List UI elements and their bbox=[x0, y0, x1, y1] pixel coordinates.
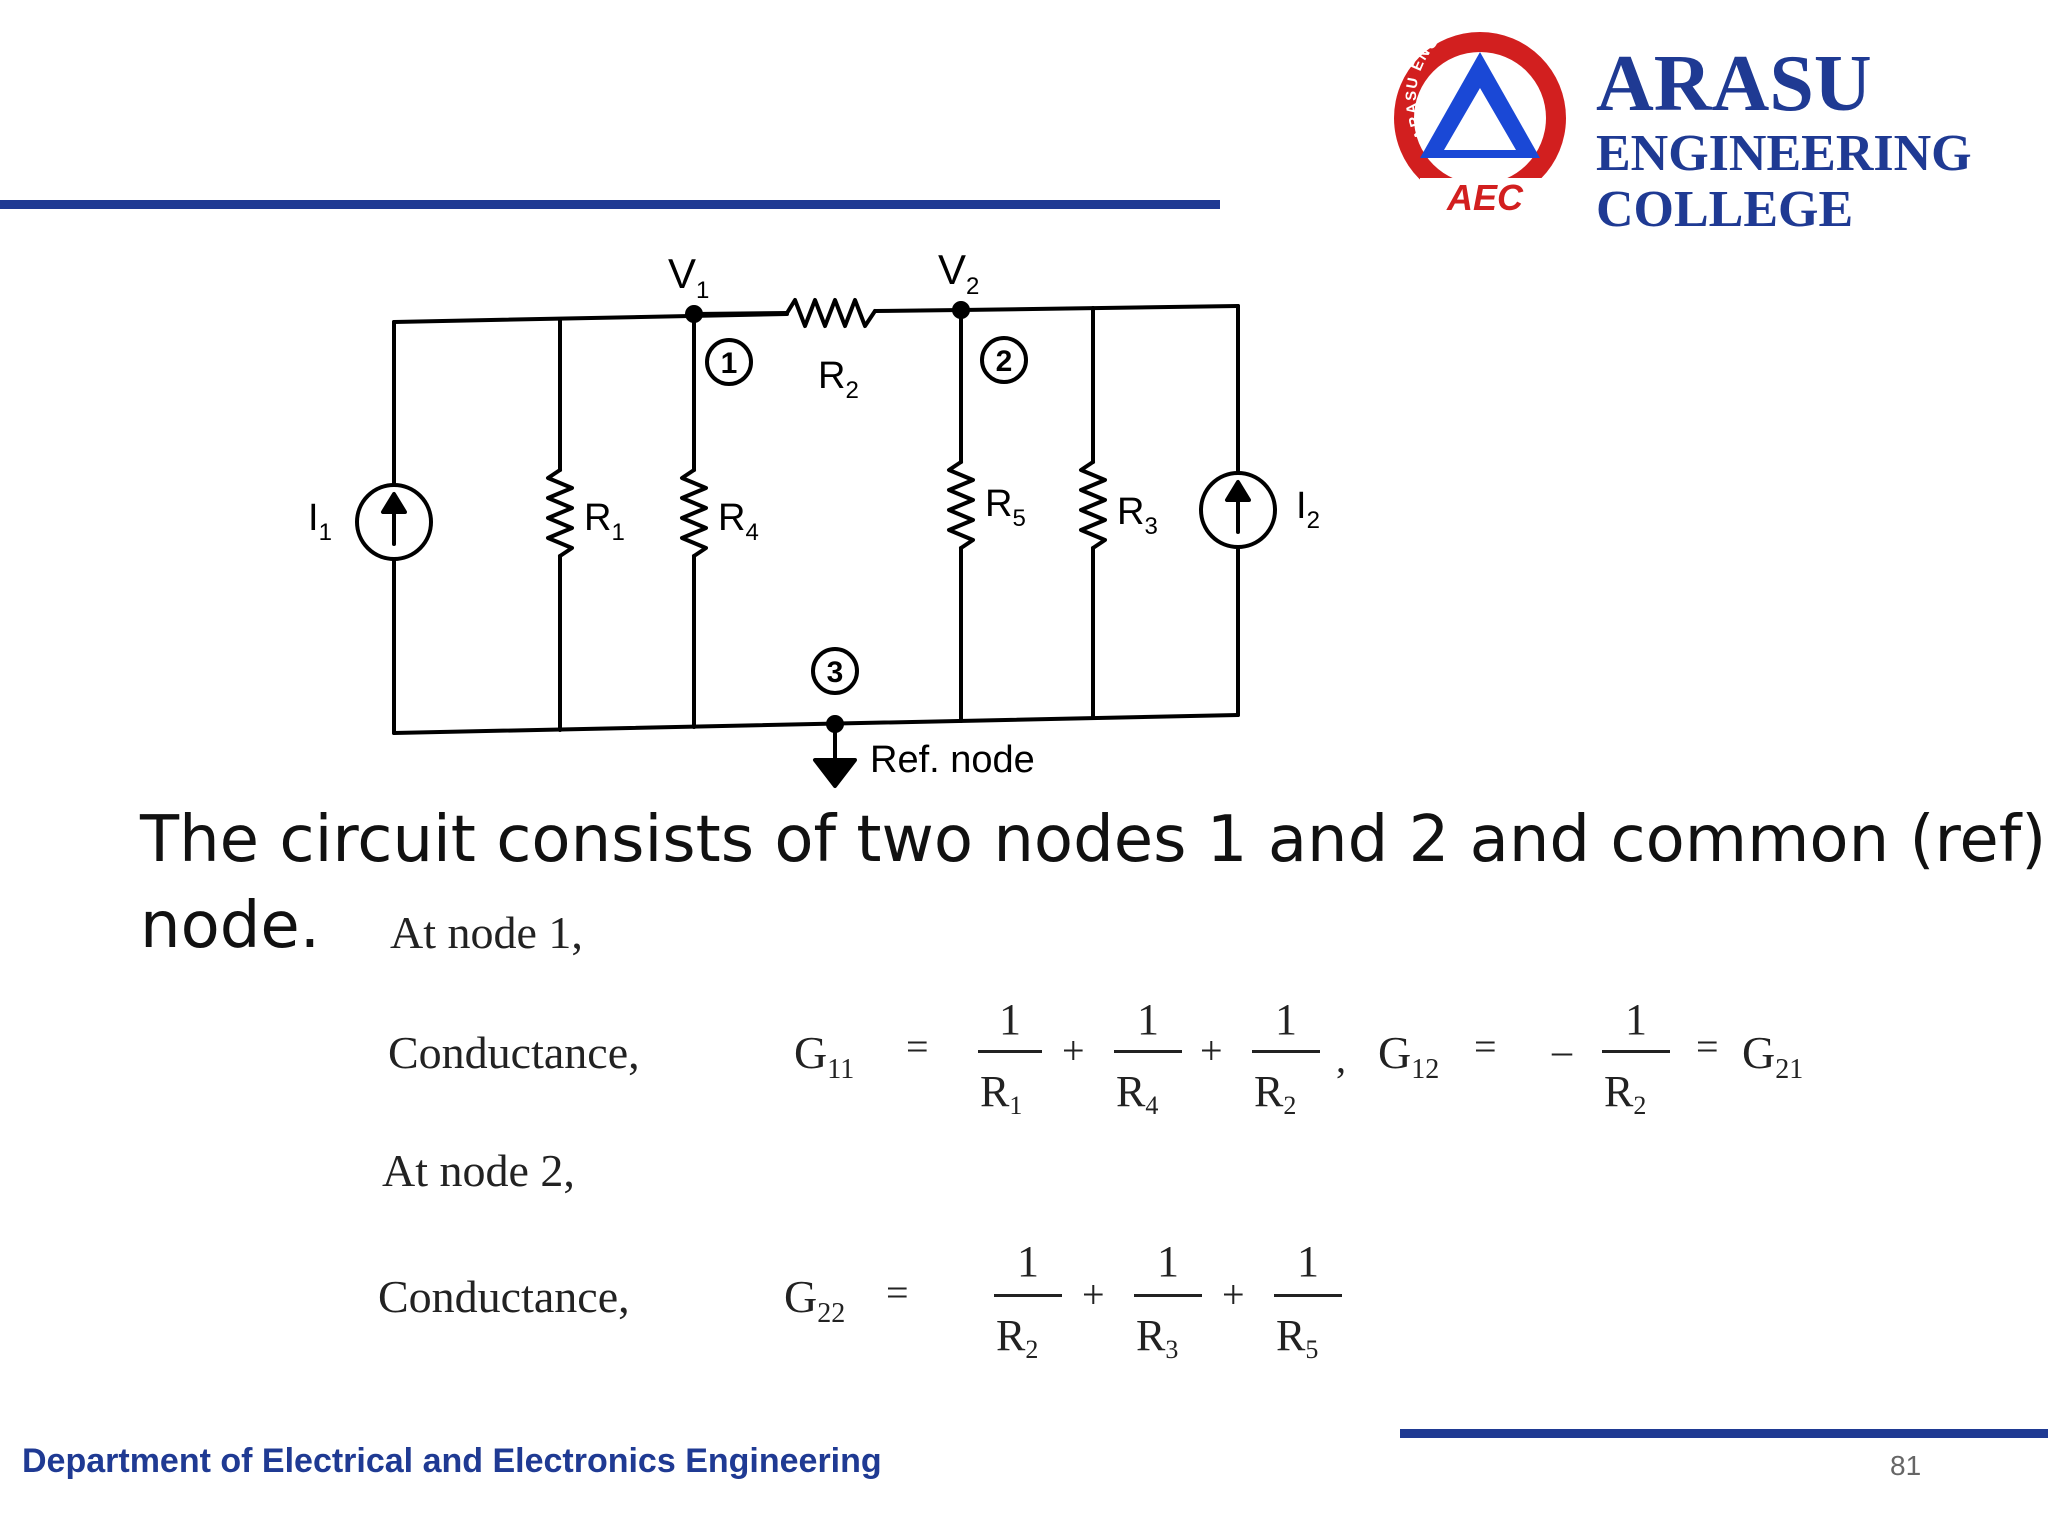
g22-term3-num: 1 bbox=[1297, 1237, 1319, 1286]
g22-term1-den: R2 bbox=[996, 1311, 1038, 1364]
college-name-line1: ARASU bbox=[1596, 40, 1872, 128]
g22-term1-num: 1 bbox=[1017, 1237, 1039, 1286]
g22-term2-den: R3 bbox=[1136, 1311, 1178, 1364]
equations-block: At node 1, Conductance, G11 = 1 R1 + 1 R… bbox=[378, 907, 1803, 1364]
g11-term3-num: 1 bbox=[1275, 995, 1297, 1044]
g21-symbol: G21 bbox=[1742, 1027, 1803, 1085]
g11-comma: , bbox=[1336, 1036, 1346, 1081]
source-i2-label: I2 bbox=[1296, 485, 1320, 534]
node-v2-label: V2 bbox=[938, 246, 979, 300]
g12-equals: = bbox=[1474, 1024, 1497, 1069]
g12-minus: – bbox=[1551, 1028, 1573, 1073]
top-wire-mid-left bbox=[692, 311, 789, 316]
resistor-r5-label: R5 bbox=[985, 483, 1026, 532]
g22-plus-1: + bbox=[1082, 1272, 1105, 1317]
node1-heading: At node 1, bbox=[390, 907, 583, 958]
current-source-i1-symbol bbox=[355, 483, 433, 561]
conductance-label-2: Conductance, bbox=[378, 1271, 630, 1322]
college-logo-emblem: ARASU ENGINEERING COLLEGE AEC bbox=[1394, 6, 1583, 218]
g11-symbol: G11 bbox=[794, 1027, 854, 1085]
g11-term2-den: R4 bbox=[1116, 1067, 1158, 1120]
footer-rule bbox=[1400, 1429, 2048, 1438]
source-i1-label: I1 bbox=[308, 497, 332, 546]
g12-symbol: G12 bbox=[1378, 1027, 1439, 1085]
top-wire-mid-right bbox=[873, 308, 963, 313]
g12-num: 1 bbox=[1625, 995, 1647, 1044]
resistor-r1-label: R1 bbox=[584, 497, 625, 546]
description-line1: The circuit consists of two nodes 1 and … bbox=[140, 803, 2047, 877]
ground-symbol bbox=[813, 758, 857, 788]
node-v1-label: V1 bbox=[668, 250, 709, 304]
node-1-dot bbox=[685, 305, 703, 323]
ref-node-label: Ref. node bbox=[870, 739, 1035, 781]
g11-term3-den: R2 bbox=[1254, 1067, 1296, 1120]
footer-department: Department of Electrical and Electronics… bbox=[22, 1442, 882, 1480]
node2-heading: At node 2, bbox=[382, 1145, 575, 1196]
g11-term1-den: R1 bbox=[980, 1067, 1022, 1120]
g11-plus-1: + bbox=[1062, 1028, 1085, 1073]
node-2-dot bbox=[952, 301, 970, 319]
g11-term2-num: 1 bbox=[1137, 995, 1159, 1044]
circuit-diagram bbox=[355, 298, 1277, 788]
conductance-label-1: Conductance, bbox=[388, 1027, 640, 1078]
node-2-marker bbox=[980, 336, 1028, 384]
resistor-r4-label: R4 bbox=[718, 497, 759, 546]
resistor-r1-symbol bbox=[546, 468, 574, 558]
logo-emblem-text: AEC bbox=[1446, 177, 1524, 218]
g22-term3-den: R5 bbox=[1276, 1311, 1318, 1364]
g11-equals: = bbox=[906, 1024, 929, 1069]
college-name-line2: ENGINEERING bbox=[1596, 125, 1972, 182]
college-name: ARASU ENGINEERING COLLEGE bbox=[1596, 44, 1972, 238]
header-rule bbox=[0, 200, 1220, 209]
g12-equals-2: = bbox=[1696, 1024, 1719, 1069]
description-text: The circuit consists of two nodes 1 and … bbox=[140, 797, 2047, 969]
g22-term2-num: 1 bbox=[1157, 1237, 1179, 1286]
g22-equals: = bbox=[886, 1270, 909, 1315]
node-3-number: 3 bbox=[827, 656, 844, 689]
g11-term1-num: 1 bbox=[999, 995, 1021, 1044]
g11-plus-2: + bbox=[1200, 1028, 1223, 1073]
current-source-i2-symbol bbox=[1199, 471, 1277, 549]
node-1-marker bbox=[705, 338, 753, 386]
resistor-r3-label: R3 bbox=[1117, 491, 1158, 540]
resistor-r2-label: R2 bbox=[818, 355, 859, 404]
bottom-wire bbox=[392, 713, 1240, 735]
description-line2: node. bbox=[140, 889, 321, 963]
college-name-line3: COLLEGE bbox=[1596, 181, 1854, 238]
resistor-r4-symbol bbox=[680, 468, 708, 558]
node-2-number: 2 bbox=[996, 345, 1013, 378]
resistor-r5-symbol bbox=[947, 460, 975, 550]
page-number: 81 bbox=[1890, 1450, 1922, 1481]
node-1-number: 1 bbox=[721, 347, 738, 380]
resistor-r2-symbol bbox=[785, 298, 877, 328]
g22-symbol: G22 bbox=[784, 1271, 845, 1329]
top-wire-right bbox=[959, 304, 1240, 312]
g12-den: R2 bbox=[1604, 1067, 1646, 1120]
resistor-r3-symbol bbox=[1079, 460, 1107, 550]
g22-plus-2: + bbox=[1222, 1272, 1245, 1317]
node-3-marker bbox=[811, 647, 859, 695]
